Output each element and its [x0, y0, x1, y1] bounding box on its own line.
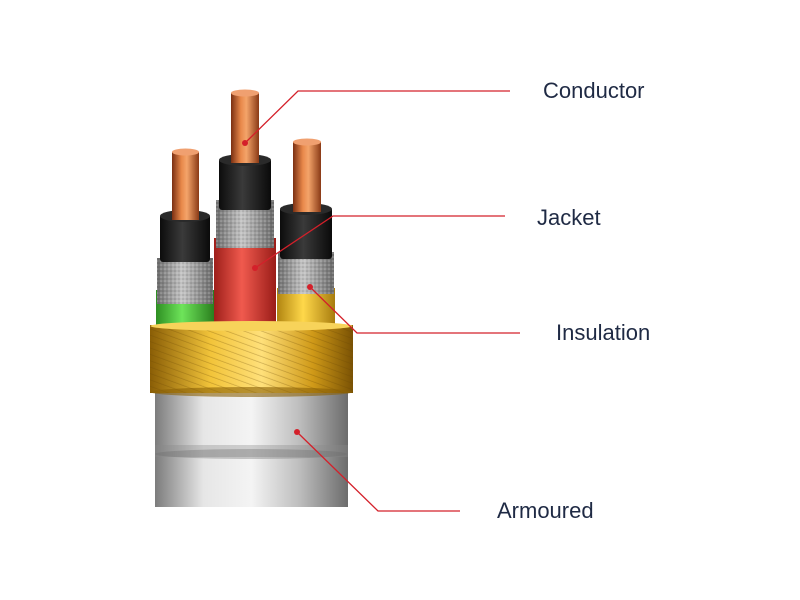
core-right [277, 138, 335, 348]
leader-line-insulation [309, 286, 520, 334]
label-insulation: Insulation [556, 320, 651, 345]
leader-line-armoured [296, 431, 460, 512]
leader-dots [242, 140, 313, 435]
leader-dot-insulation [307, 284, 313, 290]
leader-line-jacket [254, 215, 505, 269]
label-jacket: Jacket [537, 205, 601, 230]
core-middle [214, 89, 276, 348]
leader-dot-armoured [294, 429, 300, 435]
label-conductor: Conductor [543, 78, 645, 103]
armour-sheath [155, 385, 348, 507]
leader-line-conductor [244, 90, 510, 144]
label-armoured: Armoured [497, 498, 594, 523]
leader-dot-conductor [242, 140, 248, 146]
brass-armour-band [150, 321, 353, 397]
leader-dot-jacket [252, 265, 258, 271]
leader-lines [244, 90, 520, 512]
core-left [156, 148, 214, 348]
